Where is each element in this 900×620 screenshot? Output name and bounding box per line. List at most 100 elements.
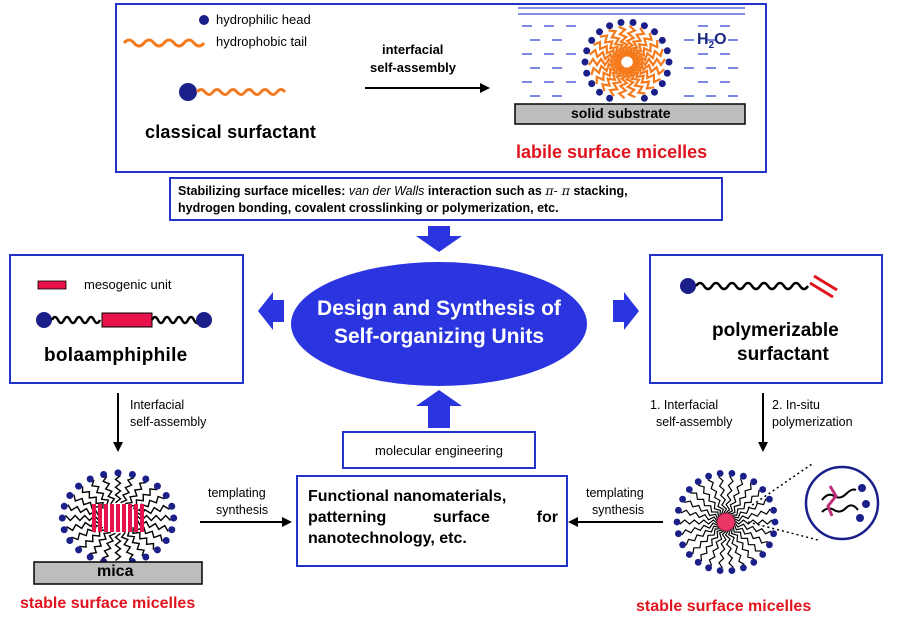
star-micelle-head bbox=[675, 506, 682, 514]
bola-micelle-head bbox=[153, 546, 161, 554]
labile-tail bbox=[617, 67, 631, 100]
star-micelle-chain bbox=[681, 522, 719, 536]
right-templating-label-1: templating bbox=[586, 486, 644, 500]
labile-tail bbox=[632, 57, 666, 67]
star-micelle-chain bbox=[730, 489, 760, 516]
arrow-down-to-center bbox=[416, 226, 462, 252]
bola-micelle-head bbox=[142, 475, 150, 483]
stabilizing-line-1: Stabilizing surface micelles: van der Wa… bbox=[178, 183, 628, 198]
star-micelle-chain bbox=[692, 528, 722, 555]
h2o-label: H2O bbox=[697, 31, 727, 51]
labile-head bbox=[629, 19, 637, 26]
left-flow-label-2: self-assembly bbox=[130, 415, 207, 429]
functional-line-2a: patterning bbox=[308, 509, 387, 526]
star-micelle-chain bbox=[718, 476, 728, 515]
bola-micelle-chain bbox=[101, 532, 116, 560]
star-micelle-chain bbox=[708, 529, 726, 566]
bola-micelle-chain bbox=[114, 474, 122, 504]
labile-head bbox=[606, 22, 614, 30]
bola-micelle-head bbox=[100, 471, 108, 478]
labile-tail bbox=[626, 65, 646, 95]
bola-micelle-chain bbox=[132, 527, 155, 550]
arrow-left-to-bola bbox=[258, 292, 284, 330]
right-step-2a: 2. In-situ bbox=[772, 398, 820, 412]
bola-micelle-head bbox=[86, 475, 94, 483]
right-step-1a: 1. Interfacial bbox=[650, 398, 719, 412]
bola-micelle-mesogen bbox=[140, 504, 144, 532]
stabilizing-pi: π- π bbox=[545, 183, 570, 198]
star-micelle-head bbox=[770, 506, 777, 514]
star-micelle-head bbox=[766, 495, 773, 503]
mesogenic-unit-label: mesogenic unit bbox=[84, 277, 172, 292]
labile-micelles-label: labile surface micelles bbox=[516, 142, 708, 162]
labile-tail bbox=[632, 60, 666, 76]
legend-tail-wave bbox=[122, 38, 206, 48]
labile-micelle bbox=[581, 19, 673, 102]
labile-head bbox=[588, 80, 596, 88]
labile-head bbox=[583, 69, 591, 77]
star-micelle-chain bbox=[690, 492, 720, 519]
labile-tail bbox=[592, 40, 622, 62]
classical-surfactant-label: classical surfactant bbox=[145, 122, 317, 142]
bola-micelle-head bbox=[60, 502, 68, 510]
bola-micelle-head bbox=[66, 537, 74, 544]
labile-head bbox=[640, 22, 648, 30]
star-micelle-chain bbox=[685, 525, 720, 546]
h2o-sub: 2 bbox=[708, 40, 715, 52]
star-micelle-chain bbox=[733, 523, 768, 544]
star-micelle-head bbox=[740, 564, 747, 572]
bola-micelle-chain bbox=[102, 475, 116, 505]
star-micelle-chain bbox=[707, 479, 725, 516]
star-micelle-head bbox=[716, 470, 724, 477]
functional-line-3: nanotechnology, etc. bbox=[308, 530, 467, 547]
bola-micelle-chain bbox=[91, 479, 110, 507]
labile-head bbox=[658, 36, 666, 44]
star-micelle-chain bbox=[732, 525, 762, 552]
bola-micelle-chain bbox=[129, 488, 157, 507]
labile-tail bbox=[632, 62, 662, 84]
legend-tail-label: hydrophobic tail bbox=[216, 34, 308, 49]
labile-head bbox=[596, 28, 603, 36]
star-micelle-chain bbox=[698, 484, 722, 517]
labile-head bbox=[617, 19, 625, 26]
left-templating-label-2: synthesis bbox=[216, 503, 269, 517]
bola-micelle-head bbox=[170, 514, 178, 522]
bola-micelle-chain bbox=[125, 481, 147, 505]
right-step-1b: self-assembly bbox=[656, 415, 733, 429]
h2o-o: O bbox=[714, 31, 727, 48]
star-micelle-head bbox=[694, 558, 702, 566]
classical-head bbox=[179, 83, 197, 101]
right-panel-frame bbox=[649, 254, 883, 384]
labile-tail bbox=[608, 29, 628, 59]
water-lines bbox=[518, 7, 745, 15]
labile-tail bbox=[595, 62, 625, 85]
bola-micelle-head bbox=[168, 526, 176, 534]
star-micelle-chain bbox=[733, 519, 773, 525]
poly-chain bbox=[694, 281, 810, 291]
star-micelle-head bbox=[740, 472, 747, 480]
labile-head bbox=[588, 36, 596, 44]
star-micelle-head bbox=[728, 470, 736, 477]
zoom-dotted-line-2 bbox=[747, 521, 819, 541]
labile-tail bbox=[617, 25, 631, 58]
star-micelle-head bbox=[685, 486, 693, 493]
bola-micelle-head bbox=[58, 514, 66, 522]
bola-micelle-chain bbox=[120, 476, 135, 504]
stabilizing-rest1: interaction such as bbox=[427, 184, 542, 198]
labile-head bbox=[663, 47, 671, 55]
labile-head bbox=[640, 94, 648, 102]
bola-micelle-mesogen bbox=[110, 504, 114, 532]
arrow-up-from-engineering bbox=[416, 390, 462, 428]
bola-micelle-mesogen bbox=[134, 504, 138, 532]
labile-tail bbox=[608, 67, 628, 97]
molecular-engineering-label: molecular engineering bbox=[375, 443, 503, 458]
star-micelle-chain bbox=[724, 475, 734, 515]
mica-label: mica bbox=[97, 563, 134, 580]
stabilizing-rest2: stacking, bbox=[573, 184, 628, 198]
solid-substrate-bar bbox=[514, 103, 746, 125]
right-templating-label-2: synthesis bbox=[592, 503, 645, 517]
arrow-right-to-poly bbox=[613, 292, 639, 330]
labile-head bbox=[663, 69, 671, 77]
bola-chain-right bbox=[150, 315, 202, 325]
star-micelle-head bbox=[716, 567, 724, 574]
